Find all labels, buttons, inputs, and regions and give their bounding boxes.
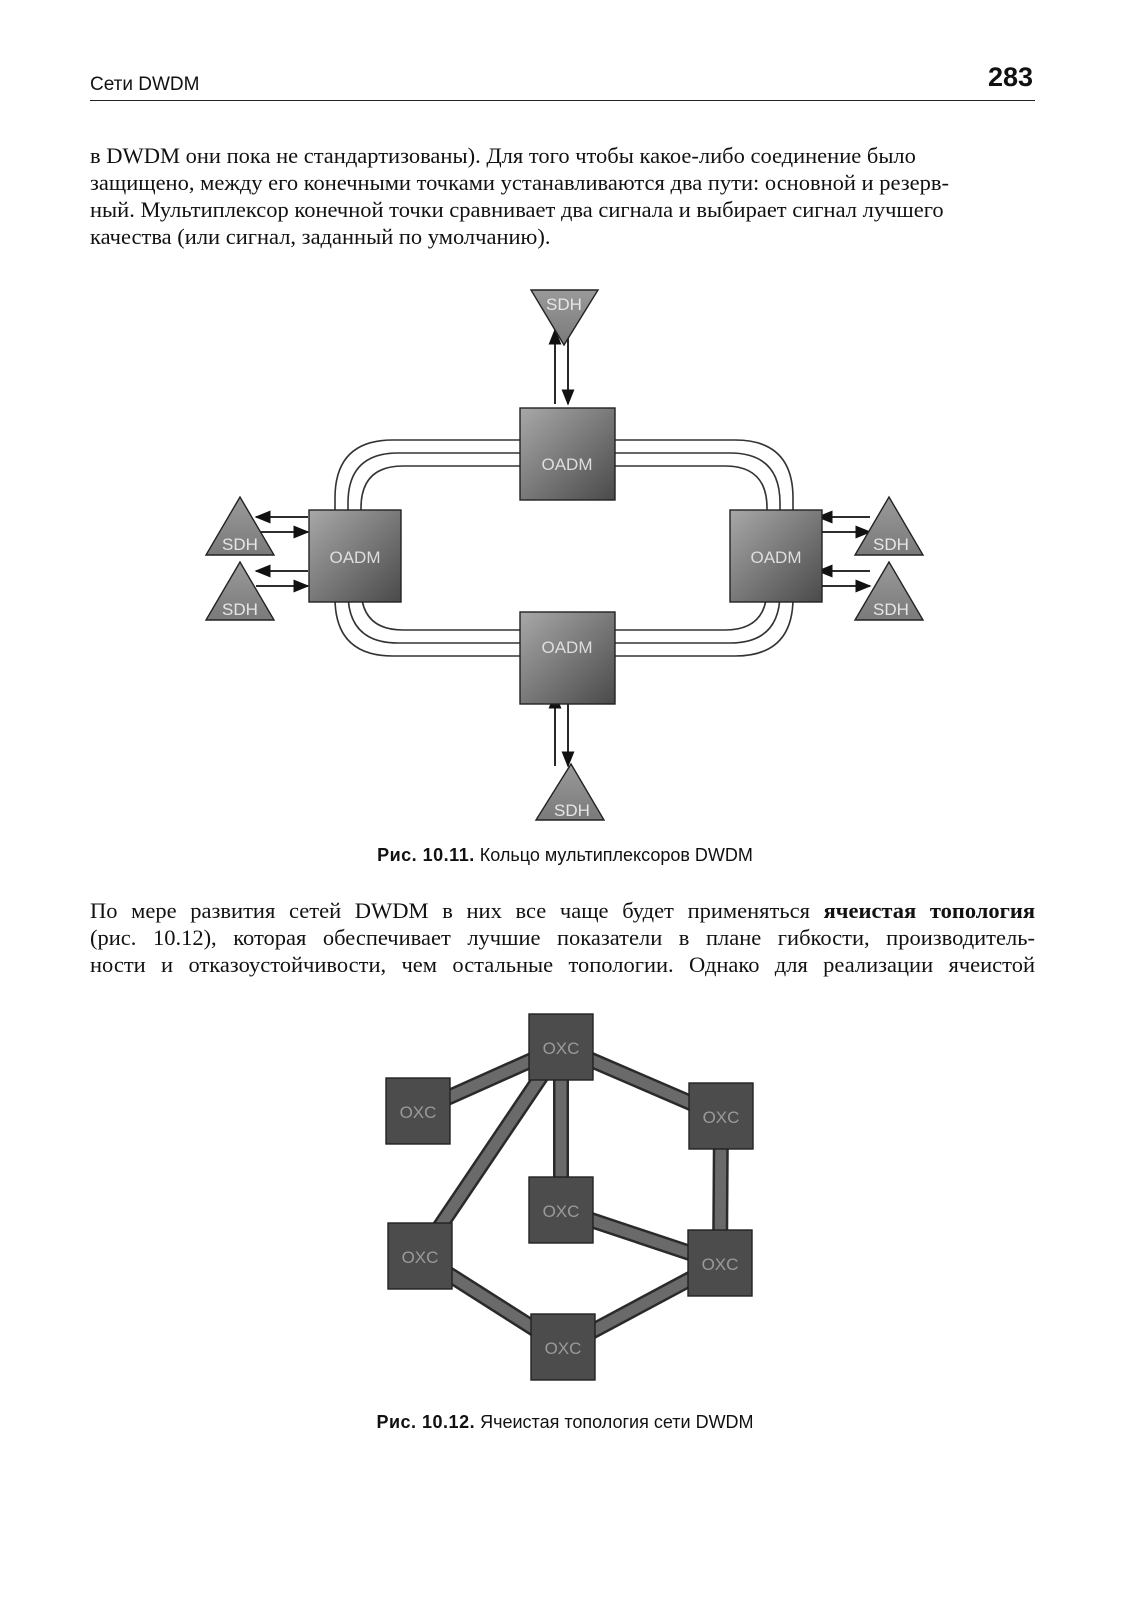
oxc-node-bottom: OXC <box>530 1313 596 1381</box>
oxc-label: OXC <box>402 1248 439 1267</box>
oadm-top: OADM <box>519 407 616 501</box>
paragraph-1: в DWDM они пока не стандартизованы). Для… <box>90 142 1035 250</box>
fiber-ring <box>334 439 794 657</box>
oxc-label: OXC <box>543 1202 580 1221</box>
oxc-node-right: OXC <box>688 1082 754 1150</box>
sdh-label: SDH <box>546 295 582 314</box>
oxc-node-top: OXC <box>528 1013 594 1081</box>
oxc-node-left: OXC <box>385 1077 451 1145</box>
oadm-label: OADM <box>751 548 802 567</box>
figure-1-caption-label: Рис. 10.11. <box>377 845 475 865</box>
oxc-label: OXC <box>400 1103 437 1122</box>
paragraph-2-line-1: По мере развития сетей DWDM в них все ча… <box>90 897 1035 924</box>
sdh-bottom: SDH <box>534 762 606 821</box>
figure-1-caption: Рис. 10.11. Кольцо мультиплексоров DWDM <box>0 845 1130 866</box>
sdh-label: SDH <box>873 535 909 554</box>
page-number: 283 <box>987 62 1033 92</box>
sdh-left-2: SDH <box>204 560 276 621</box>
sdh-right-1: SDH <box>853 495 925 556</box>
sdh-left-1: SDH <box>204 495 276 556</box>
oadm-ring-diagram: OADM OADM OADM OADM SDH SDH <box>204 289 925 821</box>
sdh-label: SDH <box>222 535 258 554</box>
figure-mesh-topology: OXC OXC OXC OXC OXC OXC <box>385 1013 754 1381</box>
paragraph-1-line: качества (или сигнал, заданный по умолча… <box>90 224 551 249</box>
oadm-label: OADM <box>330 548 381 567</box>
paragraph-2: По мере развития сетей DWDM в них все ча… <box>90 897 1035 978</box>
paragraph-2-line-3: ности и отказоустойчивости, чем остальны… <box>90 952 1035 977</box>
figure-2-caption-label: Рис. 10.12. <box>376 1412 476 1432</box>
oxc-label: OXC <box>543 1039 580 1058</box>
oadm-label: OADM <box>542 455 593 474</box>
paragraph-1-line: ный. Мультиплексор конечной точки сравни… <box>90 197 944 222</box>
term-mesh-topology: ячеистая топология <box>823 898 1035 923</box>
paragraph-1-line: в DWDM они пока не стандартизованы). Для… <box>90 143 916 168</box>
running-title: Сети DWDM <box>90 74 200 95</box>
oadm-label: OADM <box>542 638 593 657</box>
oxc-node-center: OXC <box>528 1176 594 1244</box>
paragraph-2-line-2: (рис. 10.12), которая обеспечивает лучши… <box>90 925 1035 950</box>
oxc-node-lower-left: OXC <box>387 1222 453 1290</box>
oadm-bottom: OADM <box>519 611 616 705</box>
paragraph-1-line: защищено, между его конечными точками ус… <box>90 170 949 195</box>
oadm-right: OADM <box>729 509 823 603</box>
figure-2-caption-text: Ячеистая топология сети DWDM <box>480 1412 754 1432</box>
sdh-label: SDH <box>222 600 258 619</box>
oxc-label: OXC <box>702 1255 739 1274</box>
sdh-top: SDH <box>529 289 600 347</box>
sdh-right-2: SDH <box>853 560 925 621</box>
signal-arrows <box>254 328 872 768</box>
oadm-left: OADM <box>308 509 402 603</box>
mesh-topology-diagram: OXC OXC OXC OXC OXC OXC <box>385 1013 754 1381</box>
sdh-label: SDH <box>873 600 909 619</box>
oxc-label: OXC <box>703 1108 740 1127</box>
paragraph-2-text: По мере развития сетей DWDM в них все ча… <box>90 898 824 923</box>
sdh-label: SDH <box>554 801 590 820</box>
figure-2-caption: Рис. 10.12. Ячеистая топология сети DWDM <box>0 1412 1130 1433</box>
figure-oadm-ring: OADM OADM OADM OADM SDH SDH <box>204 289 925 821</box>
figure-1-caption-text: Кольцо мультиплексоров DWDM <box>479 845 753 865</box>
oxc-node-lower-right: OXC <box>687 1229 753 1297</box>
running-header: Сети DWDM 283 <box>90 62 1035 101</box>
oxc-label: OXC <box>545 1339 582 1358</box>
